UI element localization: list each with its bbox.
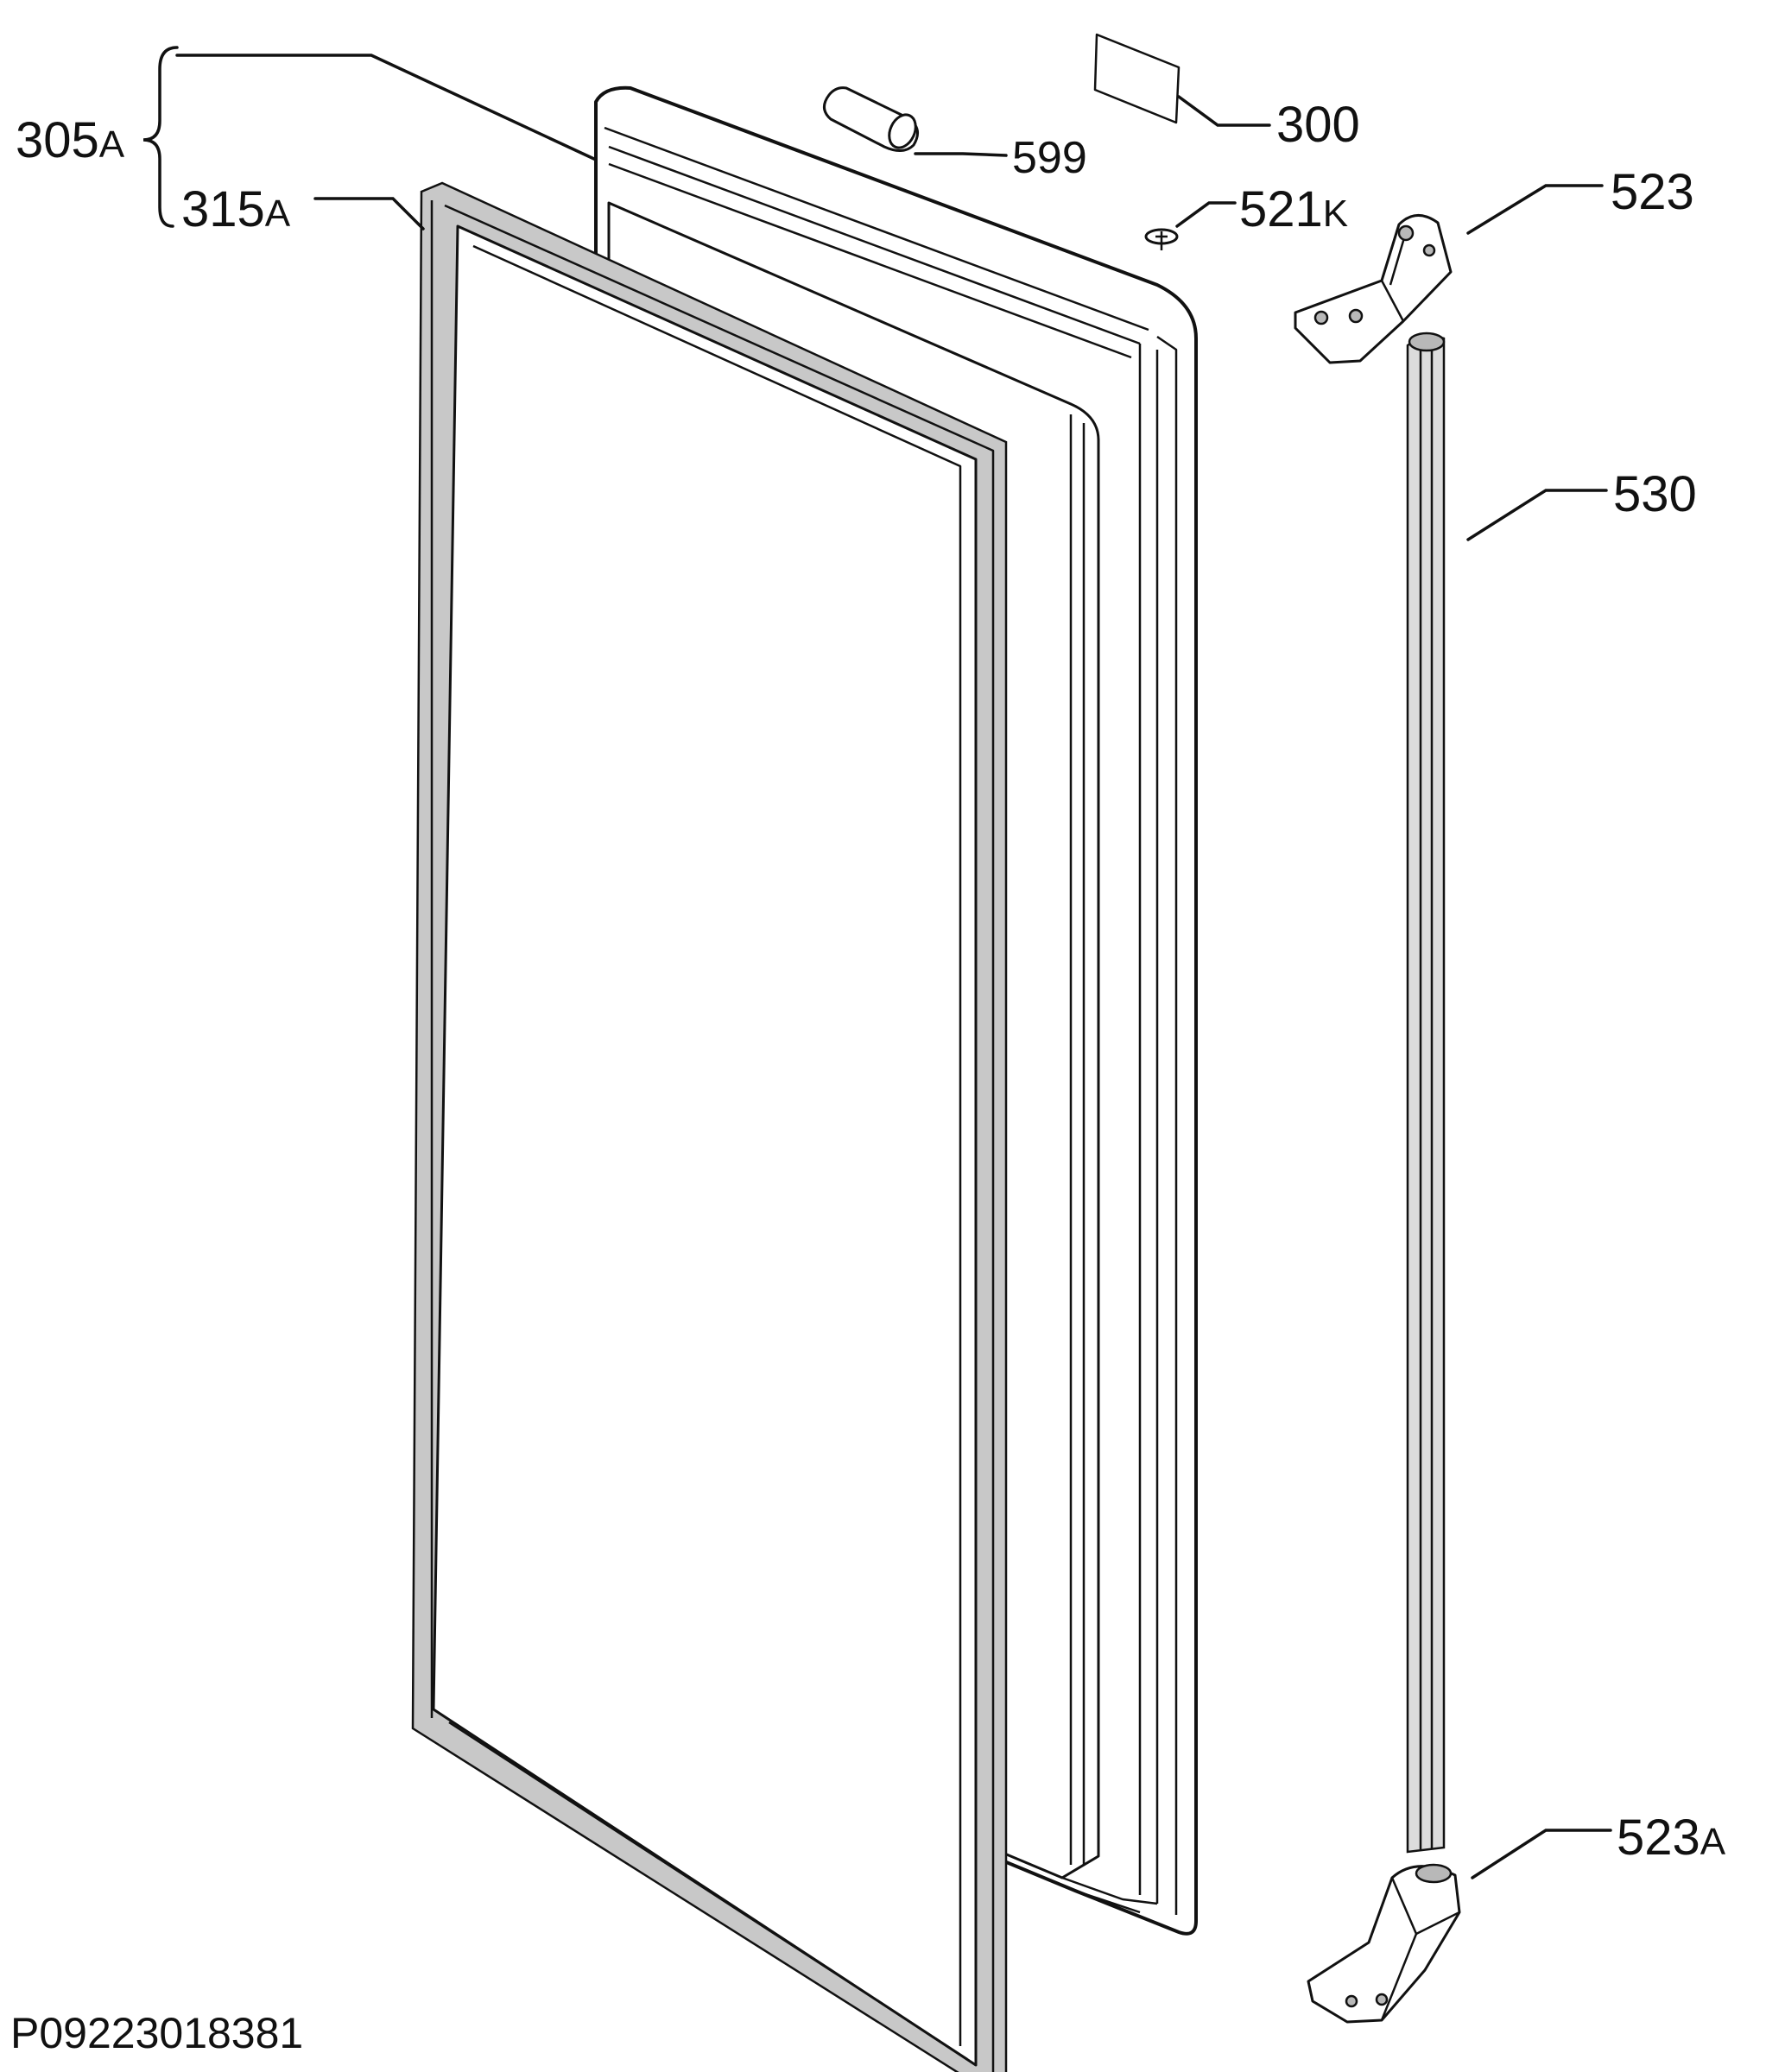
hinge-bar-530 xyxy=(1406,332,1446,1854)
screw-521k xyxy=(1144,228,1179,250)
plug-599 xyxy=(823,86,919,152)
callout-599: 599 xyxy=(1012,133,1087,183)
callout-300: 300 xyxy=(1276,97,1360,153)
callout-523: 523 xyxy=(1611,164,1694,220)
hinge-bracket-523a xyxy=(1307,1863,1461,2024)
callout-521k: 521K xyxy=(1239,181,1348,237)
leader-lines xyxy=(175,54,1612,1879)
callout-530: 530 xyxy=(1613,466,1697,522)
hinge-bracket-523 xyxy=(1294,214,1453,364)
door-gasket xyxy=(411,181,1008,2072)
group-brace xyxy=(142,46,179,228)
label-300 xyxy=(1093,33,1180,124)
callout-305a: 305A xyxy=(16,112,125,168)
document-id: P09223018381 xyxy=(10,2009,303,2057)
callout-315a: 315A xyxy=(181,181,291,237)
callout-523a: 523A xyxy=(1617,1810,1726,1866)
